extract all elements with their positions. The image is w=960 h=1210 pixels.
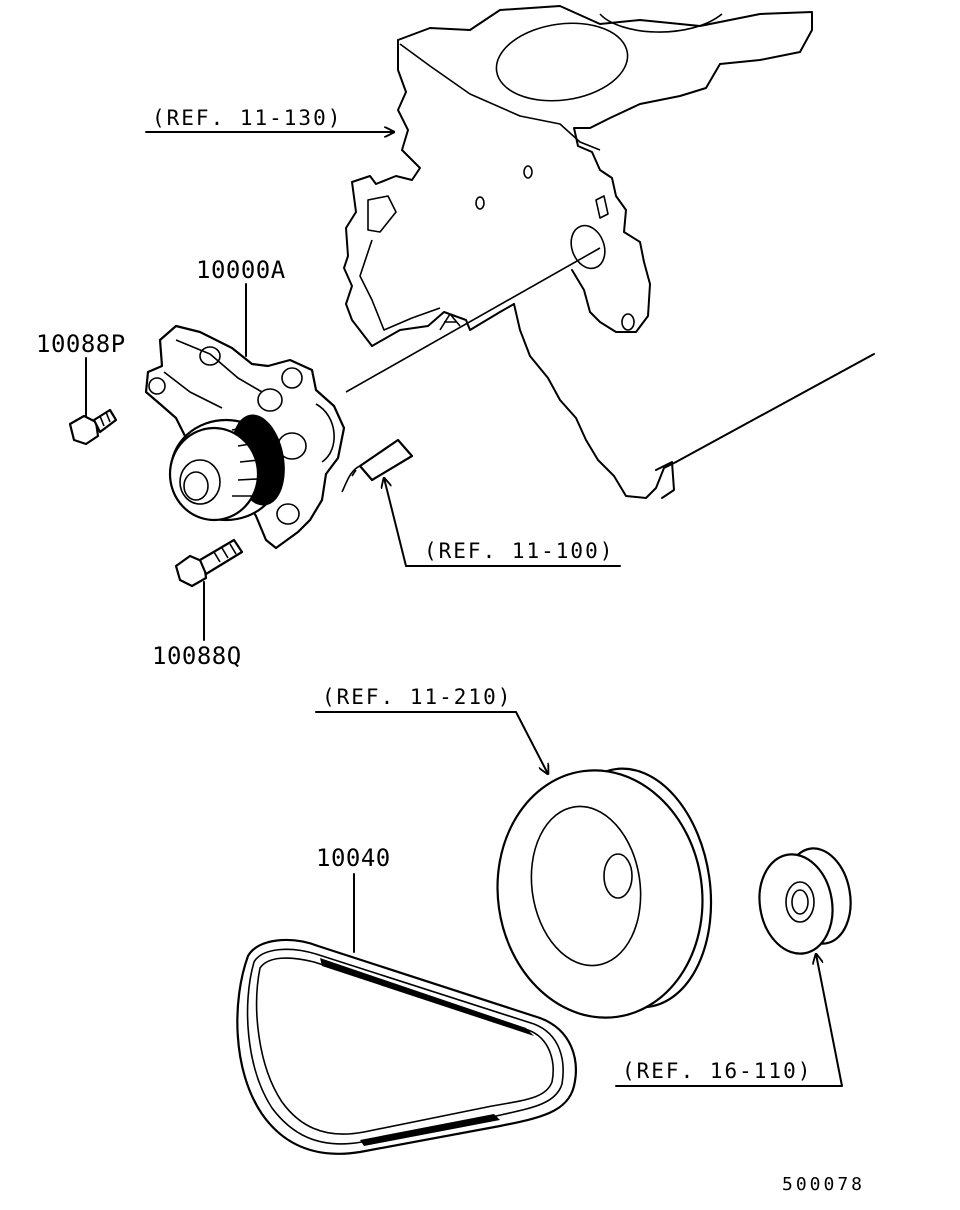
- diagram-code: 500078: [782, 1174, 865, 1195]
- ref-11-100-pointer: [384, 478, 621, 567]
- label-10040: 10040: [316, 844, 391, 872]
- drive-belt: [236, 938, 577, 1155]
- engine-block-outline: [343, 5, 875, 499]
- label-10088q: 10088Q: [152, 642, 242, 670]
- ref-16-110-label: (REF. 16-110): [622, 1059, 812, 1083]
- idler-pulley: [758, 847, 852, 955]
- ref-11-210-label: (REF. 11-210): [322, 685, 512, 709]
- label-10088p: 10088P: [36, 330, 126, 358]
- ref-11-100-label: (REF. 11-100): [424, 539, 614, 563]
- ref-16-110-pointer: [615, 954, 843, 1087]
- bolt-10088p: [68, 408, 118, 446]
- pump-sprocket: [168, 414, 285, 522]
- alignment-line: [345, 247, 601, 393]
- sealant-tube: [341, 438, 414, 493]
- water-pump: [144, 324, 346, 550]
- bolt-10088q: [174, 538, 244, 588]
- crankshaft-pulley: [496, 767, 713, 1019]
- ref-11-130-label: (REF. 11-130): [152, 106, 342, 130]
- label-10000a: 10000A: [196, 256, 286, 284]
- ref-11-210-pointer: [315, 711, 548, 774]
